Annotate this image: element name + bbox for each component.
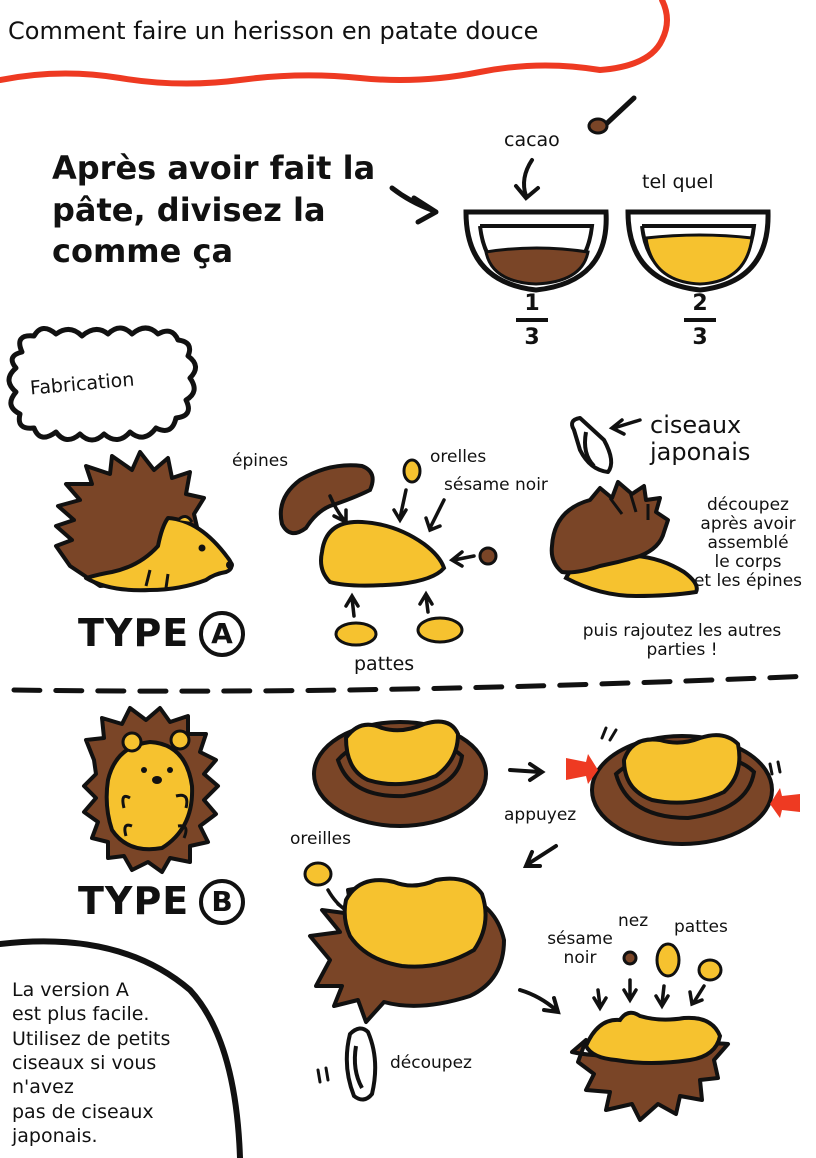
type-b-letter-circle — [199, 879, 245, 925]
sesame-piece-b — [622, 950, 638, 966]
spines-piece — [278, 463, 375, 536]
type-a-arrows — [328, 488, 476, 618]
label-pattes-b: pattes — [674, 917, 728, 937]
scissors-b-icon — [344, 1026, 378, 1102]
fraction-plain-numerator: 2 — [692, 291, 708, 316]
paw-piece-left — [334, 621, 378, 647]
final-hedgehog-b — [570, 1010, 730, 1122]
label-decoupez-b: découpez — [390, 1053, 472, 1073]
intro-arrow — [389, 185, 439, 225]
sesame-piece — [478, 546, 498, 566]
label-rajoutez: puis rajoutez les autres parties ! — [582, 621, 782, 661]
bowl-cacao — [463, 209, 609, 293]
assembled-body-a — [549, 480, 699, 599]
hedgehog-type-a — [54, 450, 234, 593]
press-ticks — [600, 726, 782, 776]
step-b1-dough — [312, 719, 488, 828]
bowl-plain — [625, 209, 771, 293]
step-b2-pressed — [590, 733, 774, 846]
ear-piece-b — [303, 861, 333, 887]
title-red-frame — [0, 0, 670, 87]
cacao-spoon — [587, 95, 637, 135]
press-mark-left — [566, 754, 598, 784]
label-epines: épines — [232, 451, 289, 471]
label-ciseaux: ciseaux japonais — [650, 411, 751, 466]
step-b1-arrow — [508, 762, 546, 782]
type-b-letter: B — [211, 885, 233, 918]
paw-piece-b — [697, 958, 723, 982]
hedgehog-type-b — [82, 706, 220, 874]
press-mark-right — [770, 788, 800, 818]
paw-piece-right — [416, 616, 464, 644]
fabrication-burst — [6, 325, 198, 443]
cacao-label: cacao — [504, 129, 560, 151]
ear-piece — [402, 458, 422, 484]
page-title: Comment faire un herisson en patate douc… — [8, 17, 539, 45]
step-b4-arrows — [592, 978, 706, 1012]
step-b3-hedgehog — [308, 876, 506, 1024]
label-decoupez-a: découpez après avoir assemblé le corps e… — [693, 495, 803, 592]
label-oreilles-b: oreilles — [290, 829, 351, 849]
label-pattes-a: pattes — [354, 653, 415, 675]
step-b3-arrow — [518, 988, 561, 1015]
fraction-plain-denominator: 3 — [692, 325, 708, 350]
scissors-a-icon — [570, 416, 614, 474]
type-b-label: TYPE — [78, 879, 190, 923]
type-a-letter: A — [211, 617, 233, 650]
type-a-label: TYPE — [78, 611, 190, 655]
intro-text: Après avoir fait la pâte, divisez la com… — [52, 149, 376, 271]
bottom-note: La version A est plus facile. Utilisez d… — [12, 979, 171, 1147]
section-divider — [11, 673, 813, 694]
fraction-cacao-denominator: 3 — [524, 325, 540, 350]
type-a-letter-circle — [199, 611, 245, 657]
label-orelles: orelles — [430, 447, 487, 467]
plain-label: tel quel — [642, 171, 714, 193]
label-sesame-noir-a: sésame noir — [444, 475, 548, 495]
note-arc — [0, 938, 243, 1158]
nose-piece-b — [655, 942, 681, 978]
cacao-arrow — [514, 158, 540, 201]
label-appuyez: appuyez — [504, 805, 577, 825]
label-nez: nez — [618, 911, 649, 931]
scissors-b-ticks — [316, 1066, 330, 1084]
body-piece — [319, 519, 447, 588]
scissors-a-arrow — [608, 418, 642, 436]
fraction-cacao-numerator: 1 — [524, 291, 540, 316]
label-sesame-noir-b: sésame noir — [547, 929, 613, 969]
step-b2-arrow — [522, 844, 558, 868]
